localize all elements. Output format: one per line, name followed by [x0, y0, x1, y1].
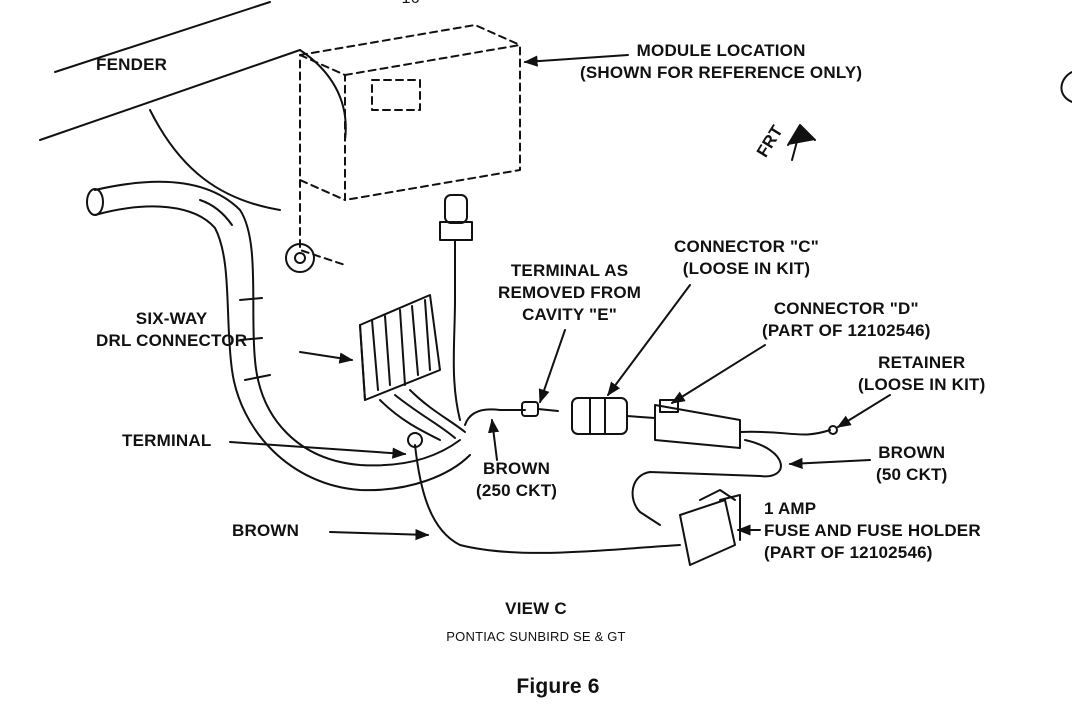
brown-250-line2: (250 CKT)	[476, 481, 558, 500]
retainer-line2: (LOOSE IN KIT)	[858, 375, 986, 394]
connector-c-line1: CONNECTOR "C"	[674, 237, 819, 256]
terminal-removed-line1: TERMINAL AS	[510, 261, 629, 280]
connector-d-art	[654, 399, 838, 449]
fuse-line2: FUSE AND FUSE HOLDER	[764, 521, 981, 540]
connector-d-line2: (PART OF 12102546)	[762, 321, 931, 340]
terminal-removed-line2: REMOVED FROM	[498, 283, 642, 302]
fuse-line3: (PART OF 12102546)	[764, 543, 933, 562]
lamp-socket-art	[439, 194, 473, 421]
terminal-removed-label: TERMINAL AS REMOVED FROM CAVITY "E"	[498, 260, 641, 326]
brown-50-line1: BROWN	[878, 443, 946, 462]
wiring-harness	[86, 180, 471, 492]
connector-d-label: CONNECTOR "D" (PART OF 12102546)	[762, 298, 931, 342]
retainer-label: RETAINER (LOOSE IN KIT)	[858, 352, 985, 396]
six-way-line2: DRL CONNECTOR	[96, 331, 248, 350]
brown-250-wire	[464, 401, 559, 426]
front-direction-arrow	[787, 124, 816, 161]
view-caption: VIEW C	[505, 599, 567, 618]
retainer-line1: RETAINER	[878, 353, 966, 372]
fuse-holder-label: 1 AMP FUSE AND FUSE HOLDER (PART OF 1210…	[764, 498, 981, 564]
connector-c-label: CONNECTOR "C" (LOOSE IN KIT)	[674, 236, 819, 280]
connector-c-line2: (LOOSE IN KIT)	[682, 259, 811, 278]
vehicle-caption: PONTIAC SUNBIRD SE & GT	[446, 629, 626, 644]
brown-50-label: BROWN (50 CKT)	[876, 442, 948, 486]
module-location-line2: (SHOWN FOR REFERENCE ONLY)	[580, 63, 863, 82]
connector-d-line1: CONNECTOR "D"	[773, 299, 919, 318]
leader-arrows	[229, 54, 891, 541]
module-outline	[299, 24, 521, 266]
connector-c-art	[571, 397, 656, 435]
terminal-removed-line3: CAVITY "E"	[522, 305, 618, 324]
fender-label: FENDER	[96, 55, 168, 74]
module-location-line1: MODULE LOCATION	[636, 41, 806, 60]
brown-250-line1: BROWN	[483, 459, 551, 478]
page-edge-mark	[1060, 71, 1072, 103]
fuse-line1: 1 AMP	[764, 499, 817, 518]
six-way-line1: SIX-WAY	[135, 309, 208, 328]
module-location-label: MODULE LOCATION (SHOWN FOR REFERENCE ONL…	[580, 40, 862, 84]
brown-label: BROWN	[232, 521, 300, 540]
six-way-connector-art	[359, 294, 466, 448]
fender-outline	[39, 1, 347, 211]
brown-250-label: BROWN (250 CKT)	[476, 458, 557, 502]
terminal-label: TERMINAL	[122, 431, 212, 450]
brown-50-line2: (50 CKT)	[876, 465, 948, 484]
figure-caption: Figure 6	[516, 675, 600, 698]
page-marker: -16-	[396, 0, 425, 10]
brown-lower-wire	[414, 444, 681, 554]
six-way-connector-label: SIX-WAY DRL CONNECTOR	[96, 308, 247, 352]
